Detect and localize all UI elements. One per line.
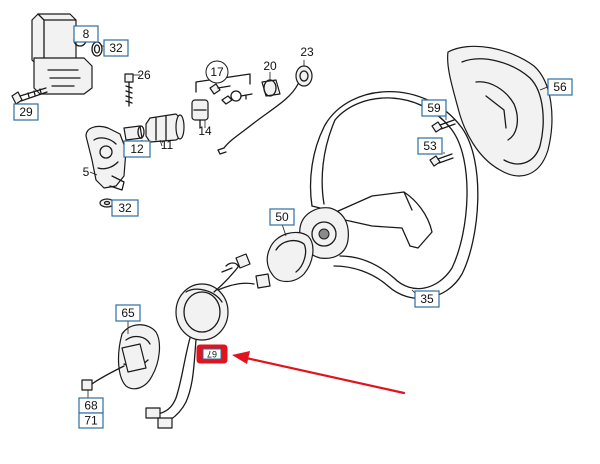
svg-text:14: 14	[198, 124, 212, 138]
airbag-module-part-56	[447, 45, 553, 177]
svg-text:5: 5	[83, 165, 90, 179]
callout-67-highlighted[interactable]: 67	[196, 344, 228, 364]
svg-text:32: 32	[109, 41, 123, 55]
lock-cylinder-part-11	[145, 113, 185, 143]
svg-text:23: 23	[300, 45, 314, 59]
callout-50[interactable]: 50	[269, 208, 295, 226]
callout-65[interactable]: 65	[115, 304, 141, 322]
svg-text:65: 65	[121, 306, 135, 320]
svg-text:68: 68	[84, 399, 98, 413]
svg-text:29: 29	[19, 105, 33, 119]
callout-23[interactable]: 23	[300, 45, 314, 59]
callout-56[interactable]: 56	[547, 78, 573, 96]
svg-text:8: 8	[83, 27, 90, 41]
callout-53[interactable]: 53	[417, 137, 443, 155]
callout-11[interactable]: 11	[161, 138, 174, 152]
svg-text:71: 71	[84, 414, 98, 428]
callout-26[interactable]: 26	[137, 68, 151, 82]
callout-68[interactable]: 68	[78, 397, 104, 414]
illumination-ring-part-23	[217, 65, 313, 155]
connector-part-68-71	[81, 365, 125, 391]
svg-text:32: 32	[118, 201, 132, 215]
callout-71[interactable]: 71	[78, 412, 104, 429]
clock-spring-part-67	[175, 283, 229, 341]
svg-text:35: 35	[420, 292, 434, 306]
svg-text:20: 20	[263, 59, 277, 73]
ignition-housing-part-5	[85, 125, 127, 191]
steering-wheel-part-35	[299, 90, 479, 300]
callout-20[interactable]: 20	[263, 59, 277, 73]
bolt-part-29	[11, 87, 48, 105]
screw-part-53	[429, 153, 454, 167]
callout-29[interactable]: 29	[13, 103, 39, 121]
bushing-part-20	[261, 79, 281, 97]
screw-part-26	[124, 73, 134, 107]
switch-part-14	[191, 99, 209, 129]
ring-part-32-top	[91, 41, 103, 57]
svg-text:53: 53	[423, 139, 437, 153]
callout-5[interactable]: 5	[83, 165, 90, 179]
red-arrow-icon	[232, 351, 406, 395]
cover-part-65	[117, 324, 161, 390]
callout-12[interactable]: 12	[123, 140, 151, 158]
svg-text:67: 67	[207, 349, 217, 359]
contact-plate-part-50	[266, 231, 314, 283]
svg-text:59: 59	[427, 101, 441, 115]
callout-17[interactable]: 17	[205, 60, 229, 84]
svg-text:26: 26	[137, 68, 151, 82]
callout-8[interactable]: 8	[73, 25, 99, 43]
callout-35[interactable]: 35	[414, 290, 440, 308]
svg-text:11: 11	[161, 138, 174, 152]
cylinder-part-12	[123, 125, 145, 141]
svg-text:17: 17	[210, 65, 224, 79]
svg-text:12: 12	[130, 142, 144, 156]
svg-text:50: 50	[275, 210, 289, 224]
svg-text:56: 56	[553, 80, 567, 94]
callout-59[interactable]: 59	[421, 99, 447, 117]
callout-32-bottom[interactable]: 32	[111, 199, 139, 217]
callout-32-top[interactable]: 32	[103, 39, 129, 57]
callout-14[interactable]: 14	[198, 124, 212, 138]
clock-spring-wiring	[145, 253, 271, 429]
screw-part-59	[431, 119, 456, 133]
